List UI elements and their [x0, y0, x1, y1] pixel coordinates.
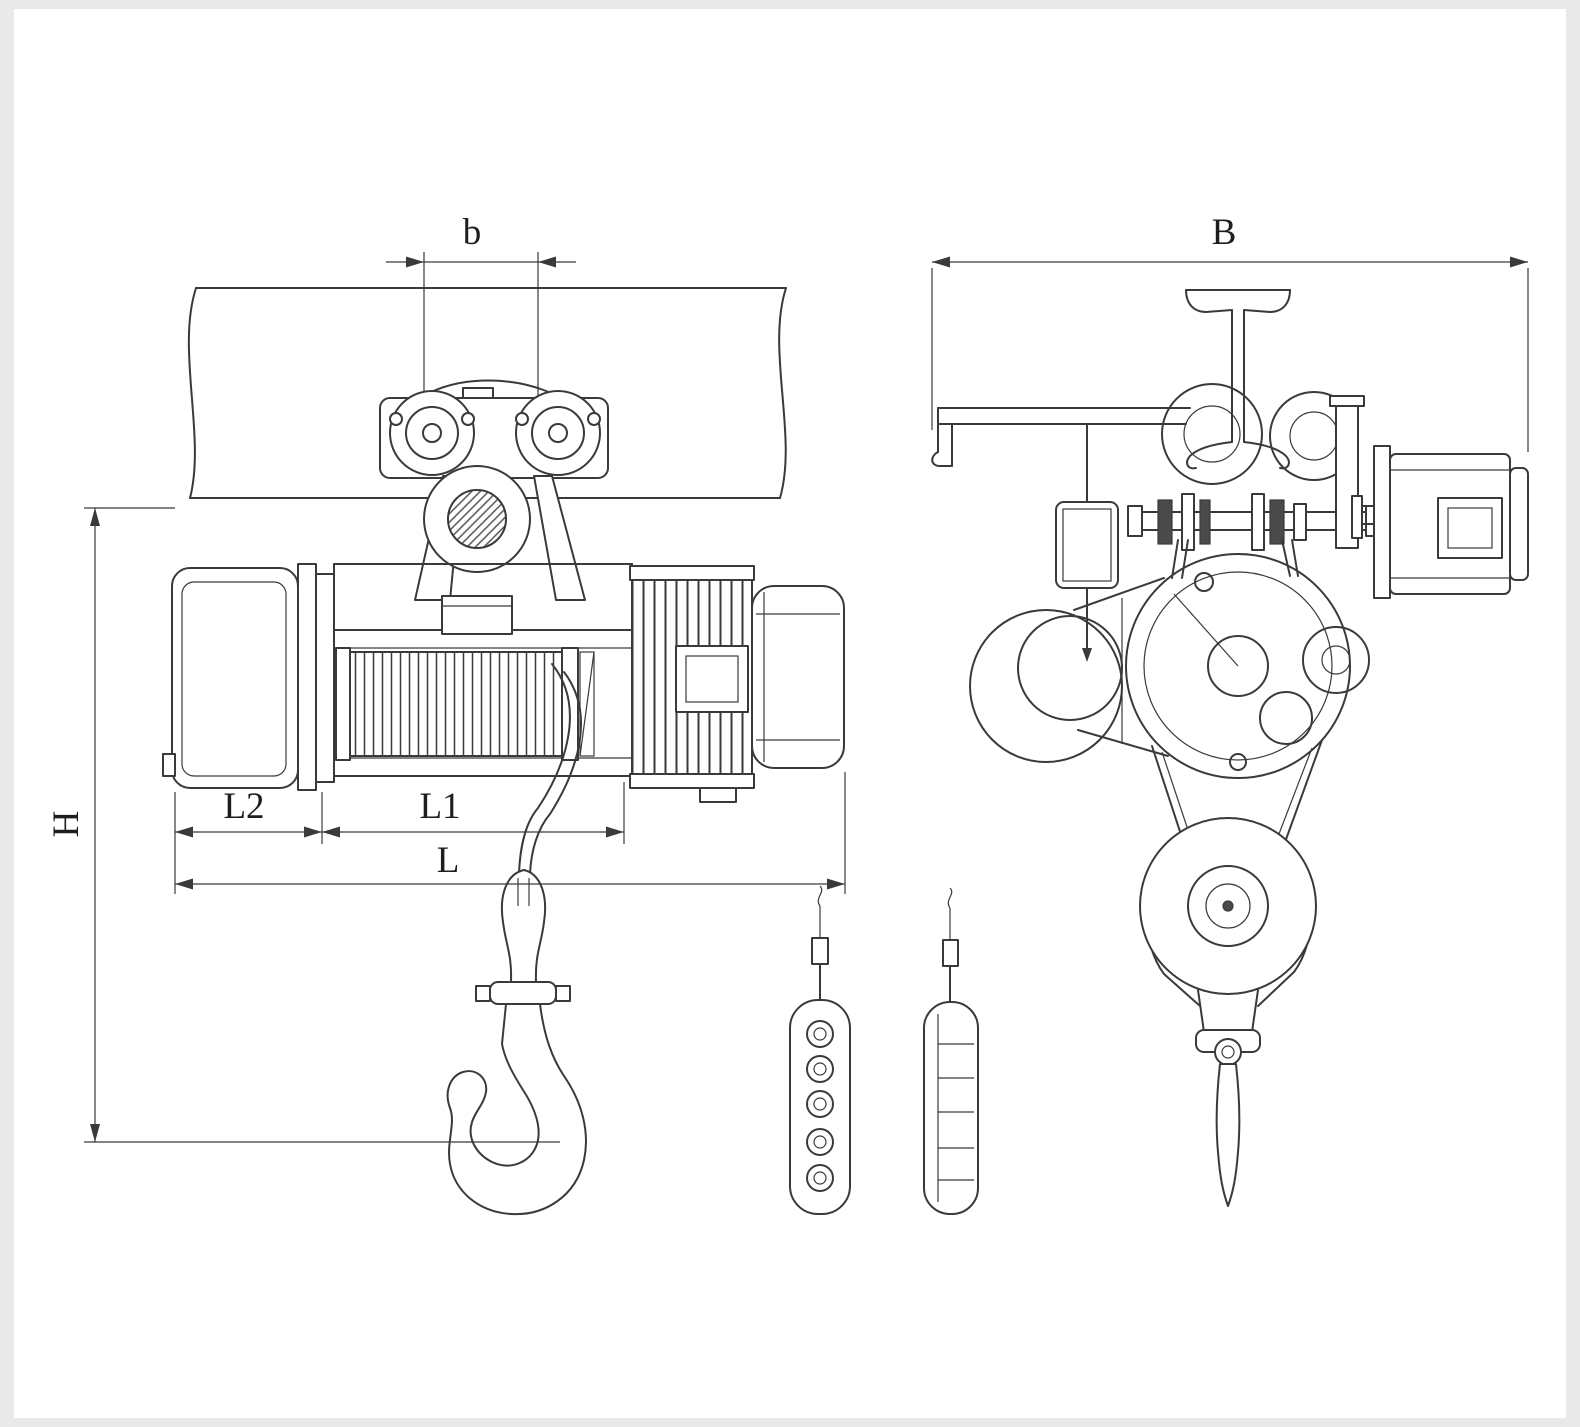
dim-label-b: b: [463, 212, 482, 253]
dim-label-L2: L2: [223, 786, 264, 827]
rope-swivel: [500, 869, 547, 983]
trolley-side: [931, 395, 1381, 579]
i-beam-front: [187, 287, 787, 499]
dimension-B: B: [931, 212, 1529, 452]
dim-label-H: H: [46, 811, 87, 838]
dimension-b: b: [386, 212, 576, 396]
hook-shank-side: [1215, 1063, 1241, 1207]
dimension-H: H: [46, 507, 560, 1143]
trolley-wheel-left: [389, 390, 475, 476]
pendant-buttons: [806, 1020, 834, 1192]
side-view: B: [931, 212, 1529, 1207]
dim-label-B: B: [1212, 212, 1237, 253]
dimension-L2-L1-L: L2 L1 L: [174, 772, 846, 894]
i-beam-section: [1185, 289, 1291, 470]
motor-end-cap: [751, 585, 845, 769]
motor-side: [1373, 445, 1529, 599]
hoist-technical-drawing: b: [46, 212, 1529, 1216]
pendant-control-side: [923, 887, 979, 1215]
load-hook: [446, 1003, 587, 1216]
gear-housing-side: [969, 553, 1370, 779]
drawing-sheet: b: [14, 9, 1566, 1418]
hook-assembly-front: [446, 663, 587, 1216]
trolley-wheel-right: [515, 390, 601, 476]
front-view: b: [46, 212, 979, 1216]
dim-label-L: L: [437, 840, 460, 881]
dim-label-L1: L1: [419, 786, 460, 827]
pendant-control-front: [789, 885, 851, 1215]
rope-drum: [335, 647, 595, 761]
hanger-leg-right: [533, 475, 586, 601]
gearbox: [162, 563, 335, 791]
junction-box: [1055, 423, 1119, 662]
hook-block-side: [1139, 739, 1323, 1207]
hoist-body-front: [162, 563, 845, 803]
motor-terminal-box: [675, 645, 749, 713]
trolley-front: [379, 379, 609, 601]
motor-front: [629, 565, 845, 803]
